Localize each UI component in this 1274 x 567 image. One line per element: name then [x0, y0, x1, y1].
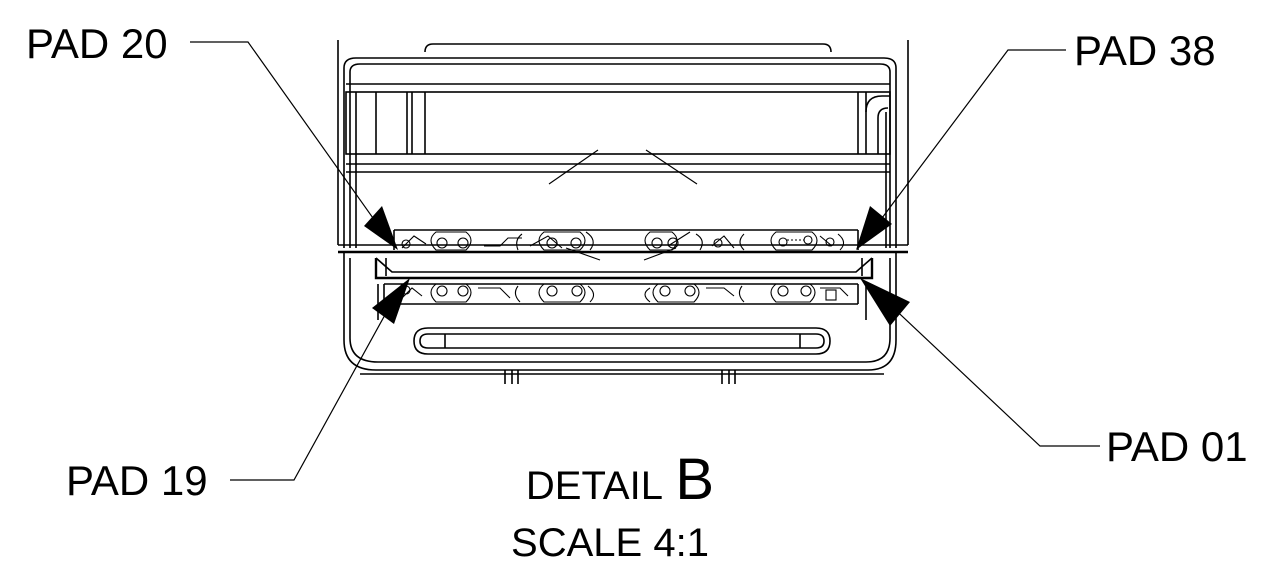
lower-contact-row	[399, 283, 849, 303]
arrowhead-pad-20	[364, 206, 398, 250]
arrowhead-pad-19	[372, 278, 410, 324]
leader-pad-38	[856, 49, 1066, 250]
detail-word: DETAIL	[526, 464, 663, 508]
leader-pad-01	[860, 278, 1100, 447]
upper-contact-row	[401, 231, 845, 261]
leader-pad-20	[190, 41, 398, 250]
leader-pad-19	[230, 278, 410, 481]
detail-letter: B	[675, 447, 714, 512]
detail-scale: SCALE 4:1	[511, 521, 709, 565]
detail-title: DETAIL B	[526, 447, 714, 512]
arrowhead-pad-01	[860, 278, 910, 326]
callout-pad-20: PAD 20	[26, 20, 168, 67]
component-outline	[337, 40, 909, 384]
arrowhead-pad-38	[856, 206, 892, 250]
callout-pad-38: PAD 38	[1074, 27, 1216, 74]
callout-pad-01: PAD 01	[1106, 423, 1248, 470]
callout-pad-19: PAD 19	[66, 457, 208, 504]
